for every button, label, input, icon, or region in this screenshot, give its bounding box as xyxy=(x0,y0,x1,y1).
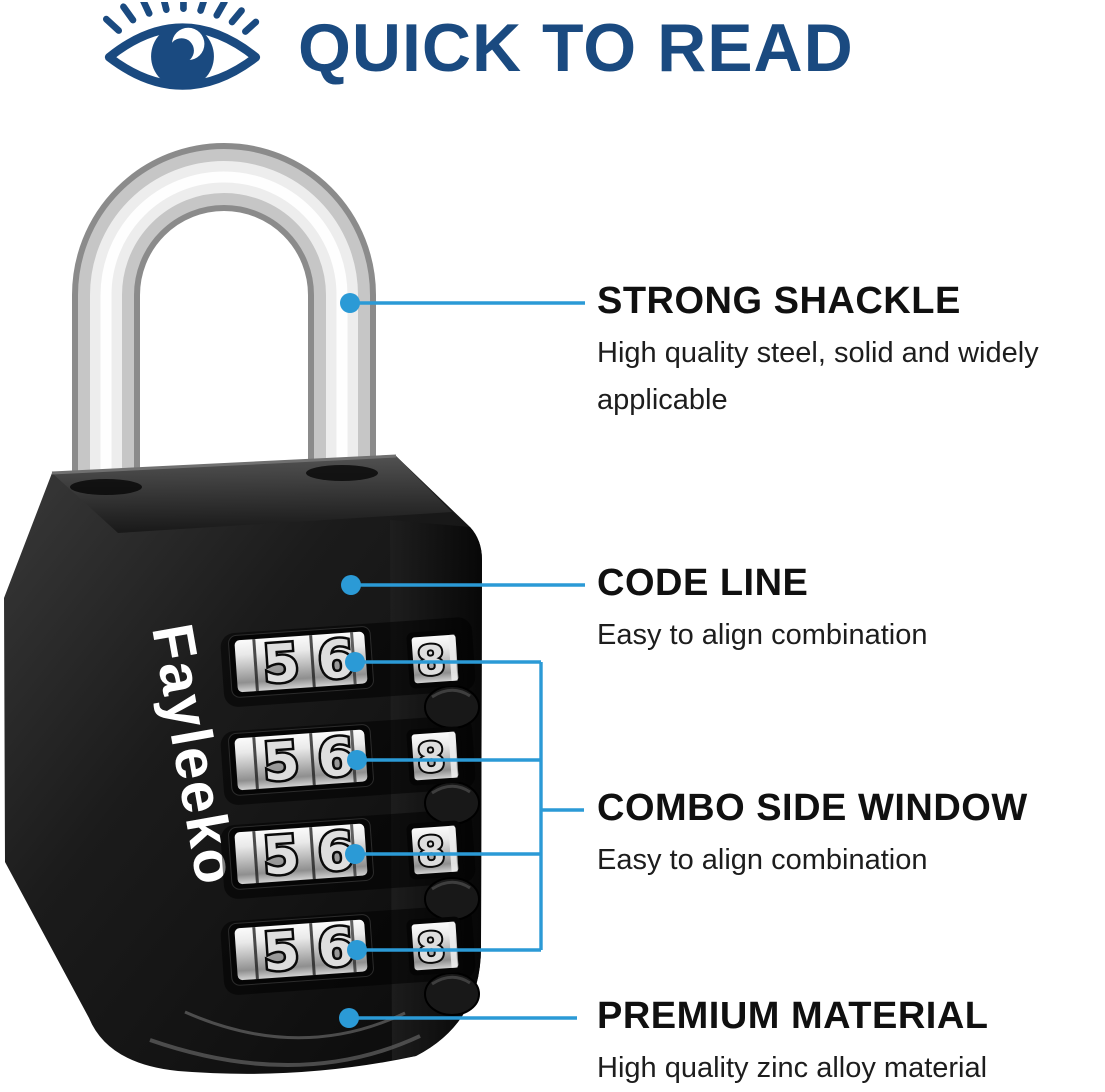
side-combo-windows: 8 8 8 8 xyxy=(406,629,464,976)
callout-dot xyxy=(340,293,360,313)
callout-dot xyxy=(347,750,367,770)
page-title: QUICK TO READ xyxy=(298,10,854,86)
dial-digit: 5 xyxy=(261,921,301,983)
eye-icon xyxy=(102,2,261,90)
dial-window: 5 6 xyxy=(228,818,374,890)
callout-dot xyxy=(341,575,361,595)
callout-code-line: CODE LINE Easy to align combination xyxy=(597,563,1105,659)
callout-title: STRONG SHACKLE xyxy=(597,280,961,322)
callout-title: PREMIUM MATERIAL xyxy=(597,995,989,1037)
callout-bracket-combo-side-window xyxy=(355,660,584,952)
side-window: 8 xyxy=(406,916,464,976)
callout-combo-side-window: COMBO SIDE WINDOW Easy to align combinat… xyxy=(597,788,1105,884)
header: QUICK TO READ xyxy=(0,0,1105,110)
side-window: 8 xyxy=(406,629,464,689)
callout-description: High quality zinc alloy material xyxy=(597,1052,988,1084)
callout-dot xyxy=(345,652,365,672)
dial-digit: 5 xyxy=(261,731,301,793)
side-window: 8 xyxy=(406,726,464,786)
dial-digit: 5 xyxy=(261,825,301,887)
callout-title: CODE LINE xyxy=(597,562,809,604)
callout-description: High quality steel, solid and widely app… xyxy=(597,337,1039,416)
side-window: 8 xyxy=(406,820,464,880)
shackle xyxy=(72,143,376,500)
callout-dot xyxy=(345,844,365,864)
dial-digit: 6 xyxy=(316,821,356,883)
callout-premium-material: PREMIUM MATERIAL High quality zinc alloy… xyxy=(597,996,1105,1092)
callout-description: Easy to align combination xyxy=(597,844,928,876)
dial-digit: 5 xyxy=(261,633,301,695)
callout-dot xyxy=(347,940,367,960)
callout-strong-shackle: STRONG SHACKLE High quality steel, solid… xyxy=(597,281,1105,424)
callout-description: Easy to align combination xyxy=(597,619,928,651)
callout-dot xyxy=(339,1008,359,1028)
callout-title: COMBO SIDE WINDOW xyxy=(597,787,1028,829)
side-digit: 8 xyxy=(416,734,447,782)
side-digit: 8 xyxy=(416,924,447,972)
dial-wheel-edges xyxy=(424,685,480,1016)
dial-window: 5 6 xyxy=(228,724,374,796)
side-digit: 8 xyxy=(416,828,447,876)
